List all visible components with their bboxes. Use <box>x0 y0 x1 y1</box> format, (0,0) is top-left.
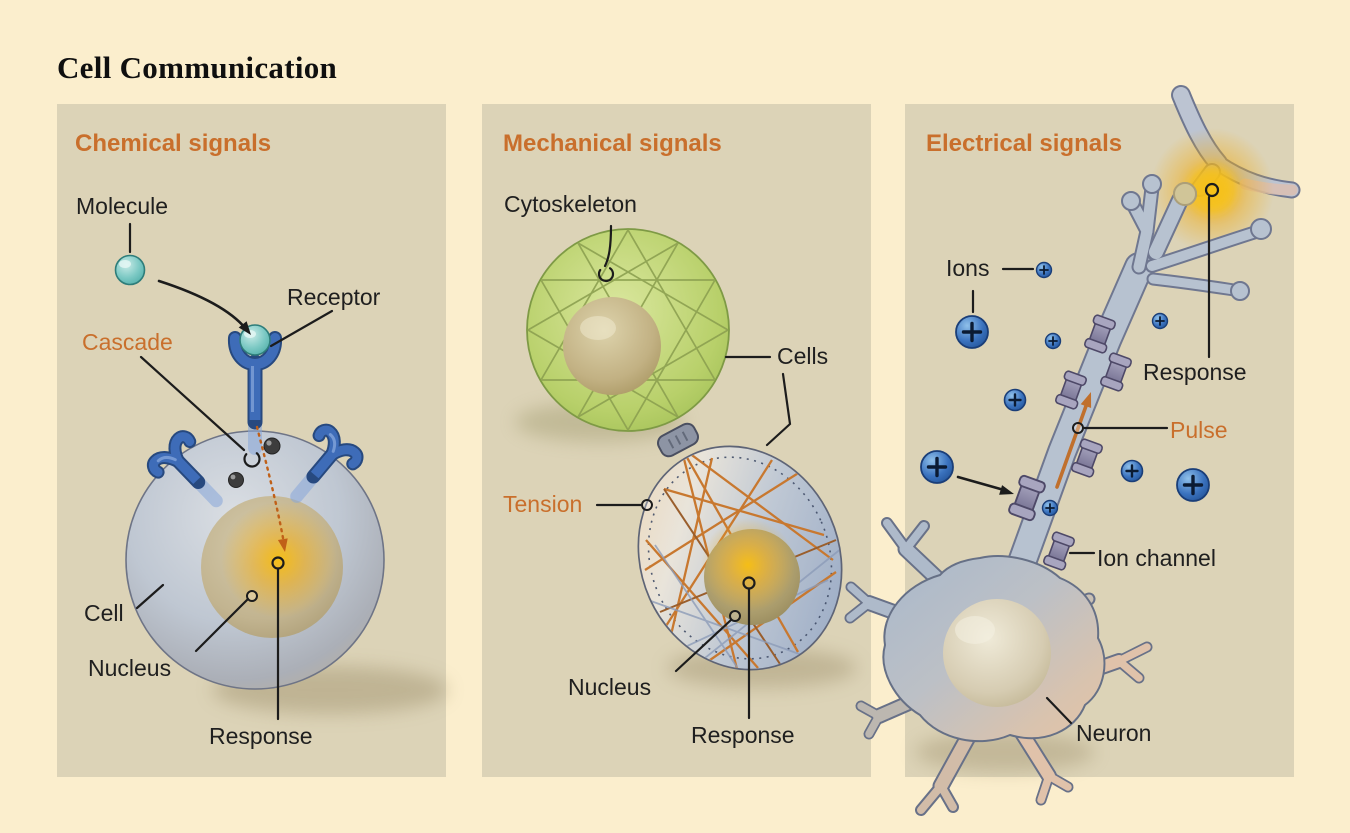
label-receptor: Receptor <box>287 284 381 310</box>
label-response-1: Response <box>209 723 313 749</box>
panel-electrical-signals <box>905 104 1294 777</box>
label-cytoskeleton: Cytoskeleton <box>504 191 637 217</box>
label-cascade: Cascade <box>82 329 173 355</box>
label-neuron: Neuron <box>1076 720 1152 746</box>
label-ions: Ions <box>946 255 990 281</box>
label-ion-channel: Ion channel <box>1097 545 1216 571</box>
header-mechanical-signals: Mechanical signals <box>503 130 722 157</box>
label-cell: Cell <box>84 600 124 626</box>
header-chemical-signals: Chemical signals <box>75 130 272 157</box>
header-electrical-signals: Electrical signals <box>926 130 1123 157</box>
label-response-3: Response <box>1143 359 1247 385</box>
label-cells: Cells <box>777 343 829 369</box>
label-tension: Tension <box>503 491 583 517</box>
figure-title: Cell Communication <box>57 50 338 85</box>
label-nucleus-2: Nucleus <box>568 674 652 700</box>
label-pulse: Pulse <box>1170 417 1228 443</box>
label-nucleus-1: Nucleus <box>88 655 172 681</box>
label-molecule: Molecule <box>76 193 169 219</box>
label-response-2: Response <box>691 722 795 748</box>
